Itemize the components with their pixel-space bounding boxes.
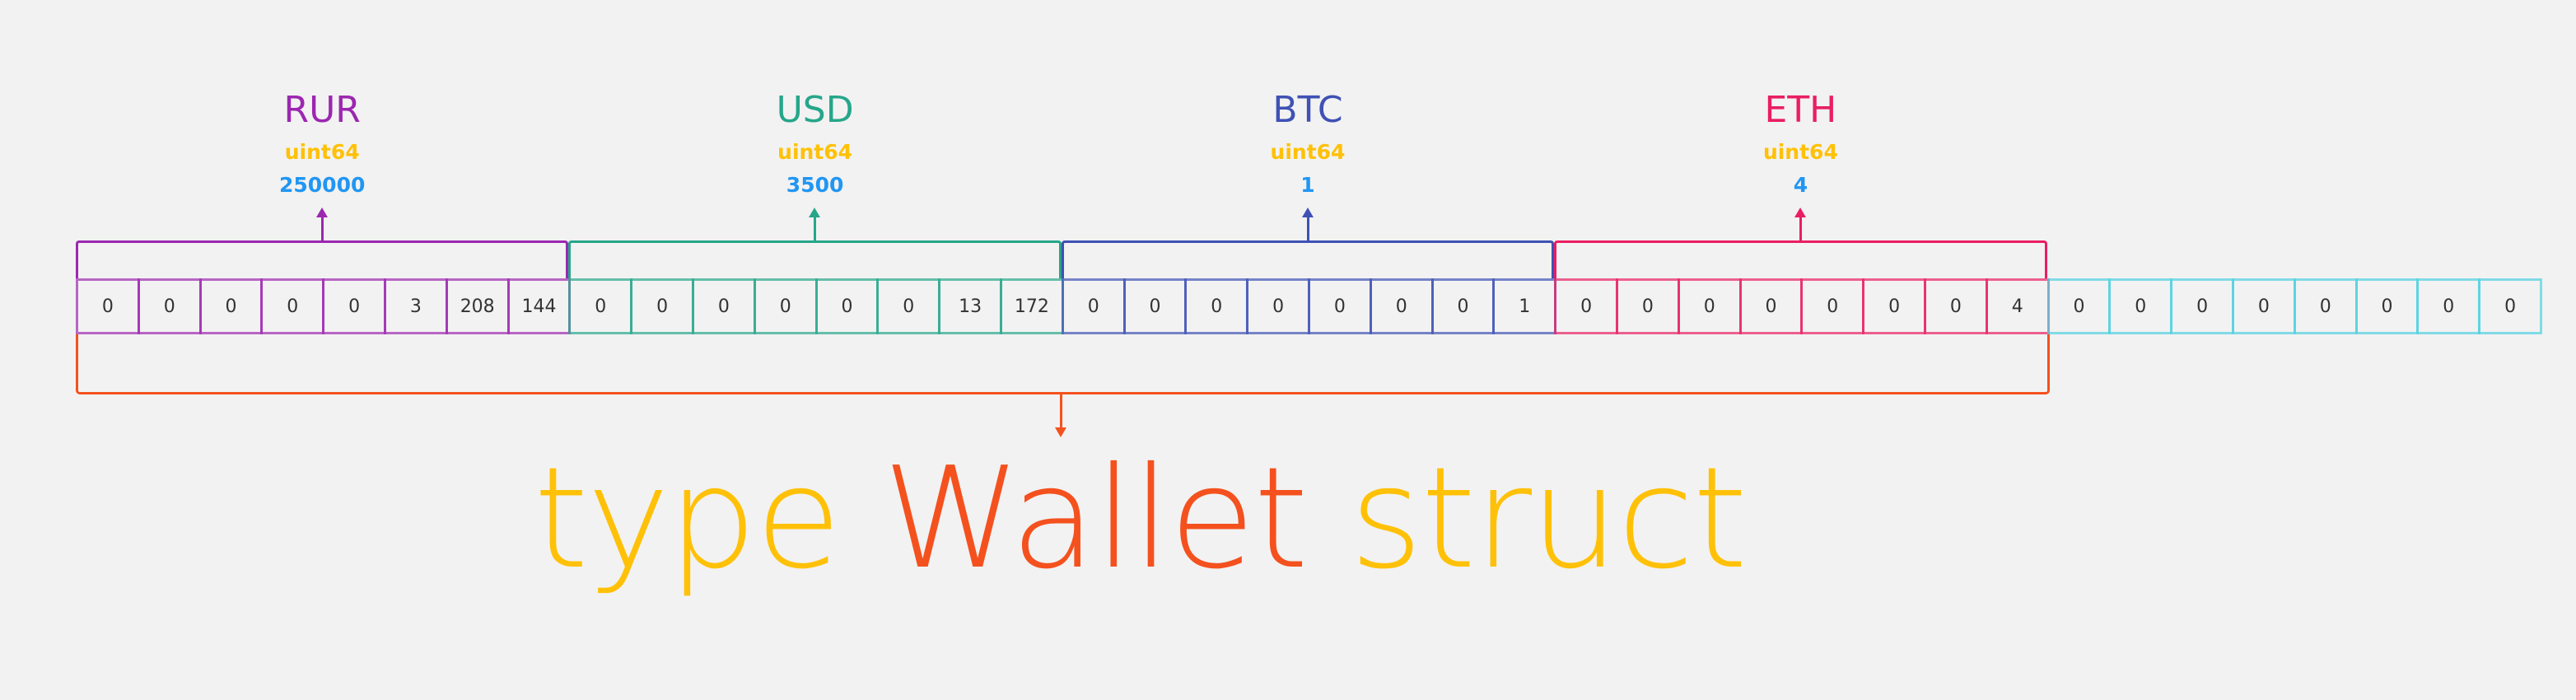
byte-cell: 0 [753, 278, 818, 334]
byte-cell: 0 [198, 278, 264, 334]
group-type: uint64 [284, 140, 360, 164]
group-name-rur: RUR [283, 89, 361, 131]
padding-byte-cell: 0 [2354, 278, 2420, 334]
byte-cell: 0 [1677, 278, 1742, 334]
byte-cell: 0 [1862, 278, 1926, 334]
byte-cell: 144 [506, 278, 572, 334]
padding-byte-cell: 0 [2170, 278, 2234, 334]
struct-title: type Wallet struct [534, 449, 1748, 589]
padding-byte-cell: 0 [2108, 278, 2173, 334]
group-bracket [1554, 240, 2047, 278]
byte-cell: 0 [1430, 278, 1496, 334]
byte-cell: 0 [76, 278, 140, 334]
byte-cell: 0 [260, 278, 325, 334]
group-bracket [568, 240, 1062, 278]
padding-byte-cell: 0 [2046, 278, 2112, 334]
byte-cell: 0 [1738, 278, 1804, 334]
group-value: 250000 [279, 173, 366, 197]
byte-cell: 0 [1122, 278, 1188, 334]
byte-cell: 1 [1492, 278, 1557, 334]
arrow-down-icon [1055, 427, 1067, 437]
padding-byte-cell: 0 [2478, 278, 2542, 334]
byte-cell: 0 [1308, 278, 1372, 334]
group-value: 1 [1300, 173, 1315, 197]
group-bracket [76, 240, 569, 278]
byte-cell: 0 [137, 278, 202, 334]
padding-byte-cell: 0 [2232, 278, 2296, 334]
byte-cell: 0 [1061, 278, 1126, 334]
byte-cell: 0 [630, 278, 694, 334]
byte-cell: 0 [1616, 278, 1680, 334]
byte-cell: 172 [1000, 278, 1064, 334]
group-type: uint64 [777, 140, 853, 164]
arrow-up-icon [1301, 208, 1314, 240]
group-name-usd: USD [776, 89, 854, 131]
group-value: 4 [1793, 173, 1808, 197]
group-name-eth: ETH [1764, 89, 1837, 131]
arrow-up-icon [315, 208, 328, 240]
arrow-up-icon [1794, 208, 1806, 240]
byte-cell: 0 [1369, 278, 1434, 334]
byte-cell: 0 [814, 278, 880, 334]
struct-arrow [1055, 394, 1067, 437]
struct-keyword: struct [1306, 437, 1748, 600]
padding-byte-cell: 0 [2416, 278, 2481, 334]
group-bracket [1061, 240, 1555, 278]
type-keyword: type [534, 437, 883, 600]
byte-cell: 0 [1554, 278, 1618, 334]
byte-cell: 0 [1924, 278, 1988, 334]
byte-cell: 0 [1800, 278, 1865, 334]
struct-bracket [76, 334, 2050, 394]
byte-cell: 208 [445, 278, 510, 334]
byte-cell: 13 [938, 278, 1002, 334]
byte-cell: 0 [568, 278, 633, 334]
byte-cell: 0 [1184, 278, 1249, 334]
group-type: uint64 [1270, 140, 1346, 164]
byte-cell: 0 [692, 278, 756, 334]
byte-cell: 0 [322, 278, 386, 334]
byte-cell: 0 [1246, 278, 1310, 334]
group-name-btc: BTC [1272, 89, 1343, 131]
padding-byte-cell: 0 [2293, 278, 2358, 334]
byte-cell: 3 [384, 278, 448, 334]
group-type: uint64 [1762, 140, 1838, 164]
struct-name: Wallet [882, 437, 1309, 600]
group-value: 3500 [786, 173, 844, 197]
byte-cell: 4 [1985, 278, 2050, 334]
byte-cell: 0 [876, 278, 941, 334]
arrow-up-icon [809, 208, 821, 240]
